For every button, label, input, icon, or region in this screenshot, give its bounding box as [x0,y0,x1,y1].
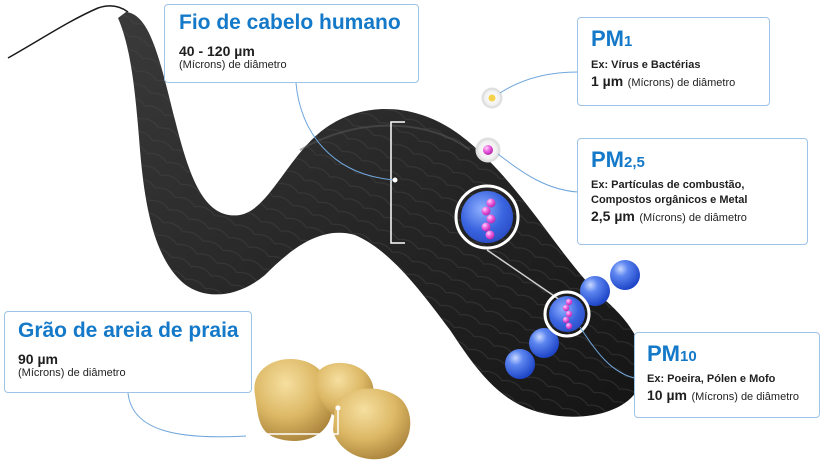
pm1-unit: (Mícrons) de diâmetro [627,77,736,89]
pm10-example: Ex: Poeira, Pólen e Mofo [647,373,776,385]
pm10-title-sub: 10 [680,348,697,365]
pm1-title-sub: 1 [624,33,633,50]
sand-size: 90 µm [18,351,58,367]
pm10-connector [579,326,635,379]
hair-tip [7,5,129,59]
sand-card: Grão de areia de praia 90 µm (Mícrons) d… [4,311,252,393]
pm25-example-line2: Compostos orgânicos e Metal [591,194,748,206]
sand-title: Grão de areia de praia [18,319,239,342]
pm25-title-sub: 2,5 [624,154,645,171]
pm10-card: PM10 Ex: Poeira, Pólen e Mofo 10 µm (Míc… [634,332,820,418]
pm1-connector [499,71,579,94]
hair-title: Fio de cabelo humano [179,11,401,34]
pm1-example: Ex: Vírus e Bactérias [591,59,701,71]
pm25-unit: (Mícrons) de diâmetro [639,212,747,224]
pm10-spheres [505,260,640,379]
hair-unit: (Mícrons) de diâmetro [179,59,287,71]
pm25-title: PM2,5 [591,147,807,173]
pm25-card: PM2,5 Ex: Partículas de combustão, Compo… [577,138,808,245]
pm25-particle-chain [481,198,496,240]
pm25-magnified-bubble [454,184,520,250]
pm1-title-main: PM [591,26,624,51]
hair-diameter-bracket [390,121,405,244]
pm10-title-main: PM [647,341,680,366]
pm10-size: 10 µm [647,387,687,403]
hair-connector [295,82,396,181]
sand-unit: (Mícrons) de diâmetro [18,367,126,379]
sand-diameter-bracket [243,408,339,435]
pm25-example-line1: Ex: Partículas de combustão, [591,179,745,191]
pm25-size: 2,5 µm [591,208,635,224]
pm10-title: PM10 [647,341,819,367]
pm1-title: PM1 [591,26,769,52]
pm25-title-main: PM [591,147,624,172]
pm25-connector [497,153,579,193]
hair-size: 40 - 120 µm [179,43,255,59]
pm10-magnified-bubble [543,290,591,338]
pm1-size: 1 µm [591,73,624,89]
sand-connector [127,392,247,438]
sand-grains [254,359,411,460]
hair-card: Fio de cabelo humano 40 - 120 µm (Mícron… [164,4,419,83]
pm1-card: PM1 Ex: Vírus e Bactérias 1 µm (Mícrons)… [577,17,770,106]
pm10-unit: (Mícrons) de diâmetro [691,391,800,403]
